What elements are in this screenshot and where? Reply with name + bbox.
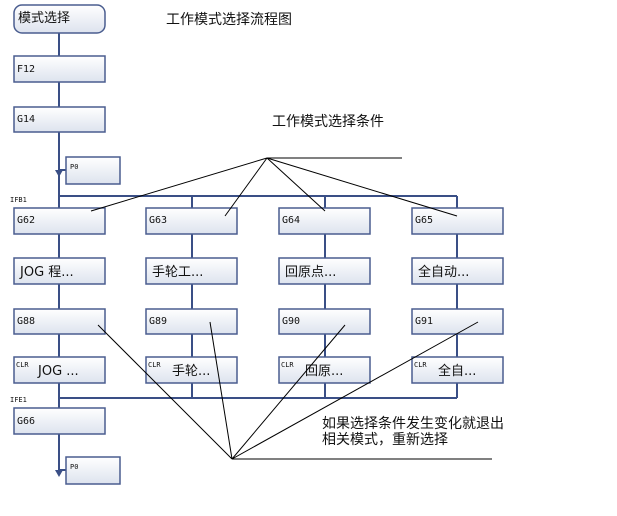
- clr-jog-tag: CLR: [16, 361, 29, 369]
- clr-auto-tag: CLR: [414, 361, 427, 369]
- mode-handwheel[interactable]: [145, 257, 238, 285]
- column-connectors: [58, 196, 458, 398]
- arrow-head-top: [55, 170, 63, 177]
- step-f12-label: F12: [17, 64, 35, 75]
- exit-g89[interactable]: [145, 308, 238, 335]
- mode-homing-label: 回原点...: [285, 265, 336, 280]
- callout-conditions-lines: [90, 157, 458, 217]
- clr-jog-label: JOG ...: [37, 364, 79, 379]
- step-g14[interactable]: [13, 106, 106, 133]
- mode-jog-label: JOG 程...: [19, 265, 74, 280]
- exit-g88[interactable]: [13, 308, 106, 335]
- cond-g62-label: G62: [17, 215, 35, 226]
- jump-p0-bottom[interactable]: [65, 456, 121, 485]
- clr-auto[interactable]: [411, 356, 504, 384]
- annotation-exit-line2: 相关模式，重新选择: [322, 432, 448, 448]
- start-terminal[interactable]: [13, 4, 106, 34]
- step-f12[interactable]: [13, 55, 106, 83]
- clr-handwheel[interactable]: [145, 356, 238, 384]
- cond-g65[interactable]: [411, 207, 504, 235]
- mode-jog[interactable]: [13, 257, 106, 285]
- clr-handwheel-label: 手轮...: [172, 364, 210, 379]
- exit-g89-label: G89: [149, 316, 167, 327]
- clr-homing[interactable]: [278, 356, 371, 384]
- exit-g88-label: G88: [17, 316, 35, 327]
- main-connectors: [58, 33, 457, 471]
- cond-g64-label: G64: [282, 215, 300, 226]
- diagram-title: 工作模式选择流程图: [166, 12, 292, 28]
- annotation-conditions: 工作模式选择条件: [272, 113, 384, 130]
- clr-jog[interactable]: [13, 356, 106, 384]
- exit-g90[interactable]: [278, 308, 371, 335]
- branch-tag-bottom: IFE1: [10, 396, 27, 404]
- cond-g63-label: G63: [149, 215, 167, 226]
- mode-handwheel-label: 手轮工...: [152, 265, 203, 280]
- clr-homing-label: 回原...: [305, 364, 343, 379]
- mode-homing[interactable]: [278, 257, 371, 285]
- mode-auto-label: 全自动...: [418, 264, 469, 280]
- annotation-exit-line1: 如果选择条件发生变化就退出: [322, 415, 504, 432]
- cond-g63[interactable]: [145, 207, 238, 235]
- jump-p0-bottom-label: P0: [70, 463, 78, 471]
- arrow-head-bottom: [55, 470, 63, 477]
- branch-tag-top: IFB1: [10, 196, 27, 204]
- exit-g90-label: G90: [282, 316, 300, 327]
- exit-g91[interactable]: [411, 308, 504, 335]
- exit-g91-label: G91: [415, 316, 433, 327]
- cond-g65-label: G65: [415, 215, 433, 226]
- cond-g64[interactable]: [278, 207, 371, 235]
- clr-auto-label: 全自...: [438, 363, 476, 379]
- jump-p0-top[interactable]: [65, 156, 121, 185]
- callout-exit-lines: [97, 321, 492, 460]
- step-g14-label: G14: [17, 114, 35, 125]
- cond-g62[interactable]: [13, 207, 106, 235]
- start-label: 模式选择: [18, 11, 70, 26]
- clr-handwheel-tag: CLR: [148, 361, 161, 369]
- jump-p0-top-label: P0: [70, 163, 78, 171]
- step-g66-label: G66: [17, 416, 35, 427]
- mode-auto[interactable]: [411, 257, 504, 285]
- step-g66[interactable]: [13, 407, 106, 435]
- clr-homing-tag: CLR: [281, 361, 294, 369]
